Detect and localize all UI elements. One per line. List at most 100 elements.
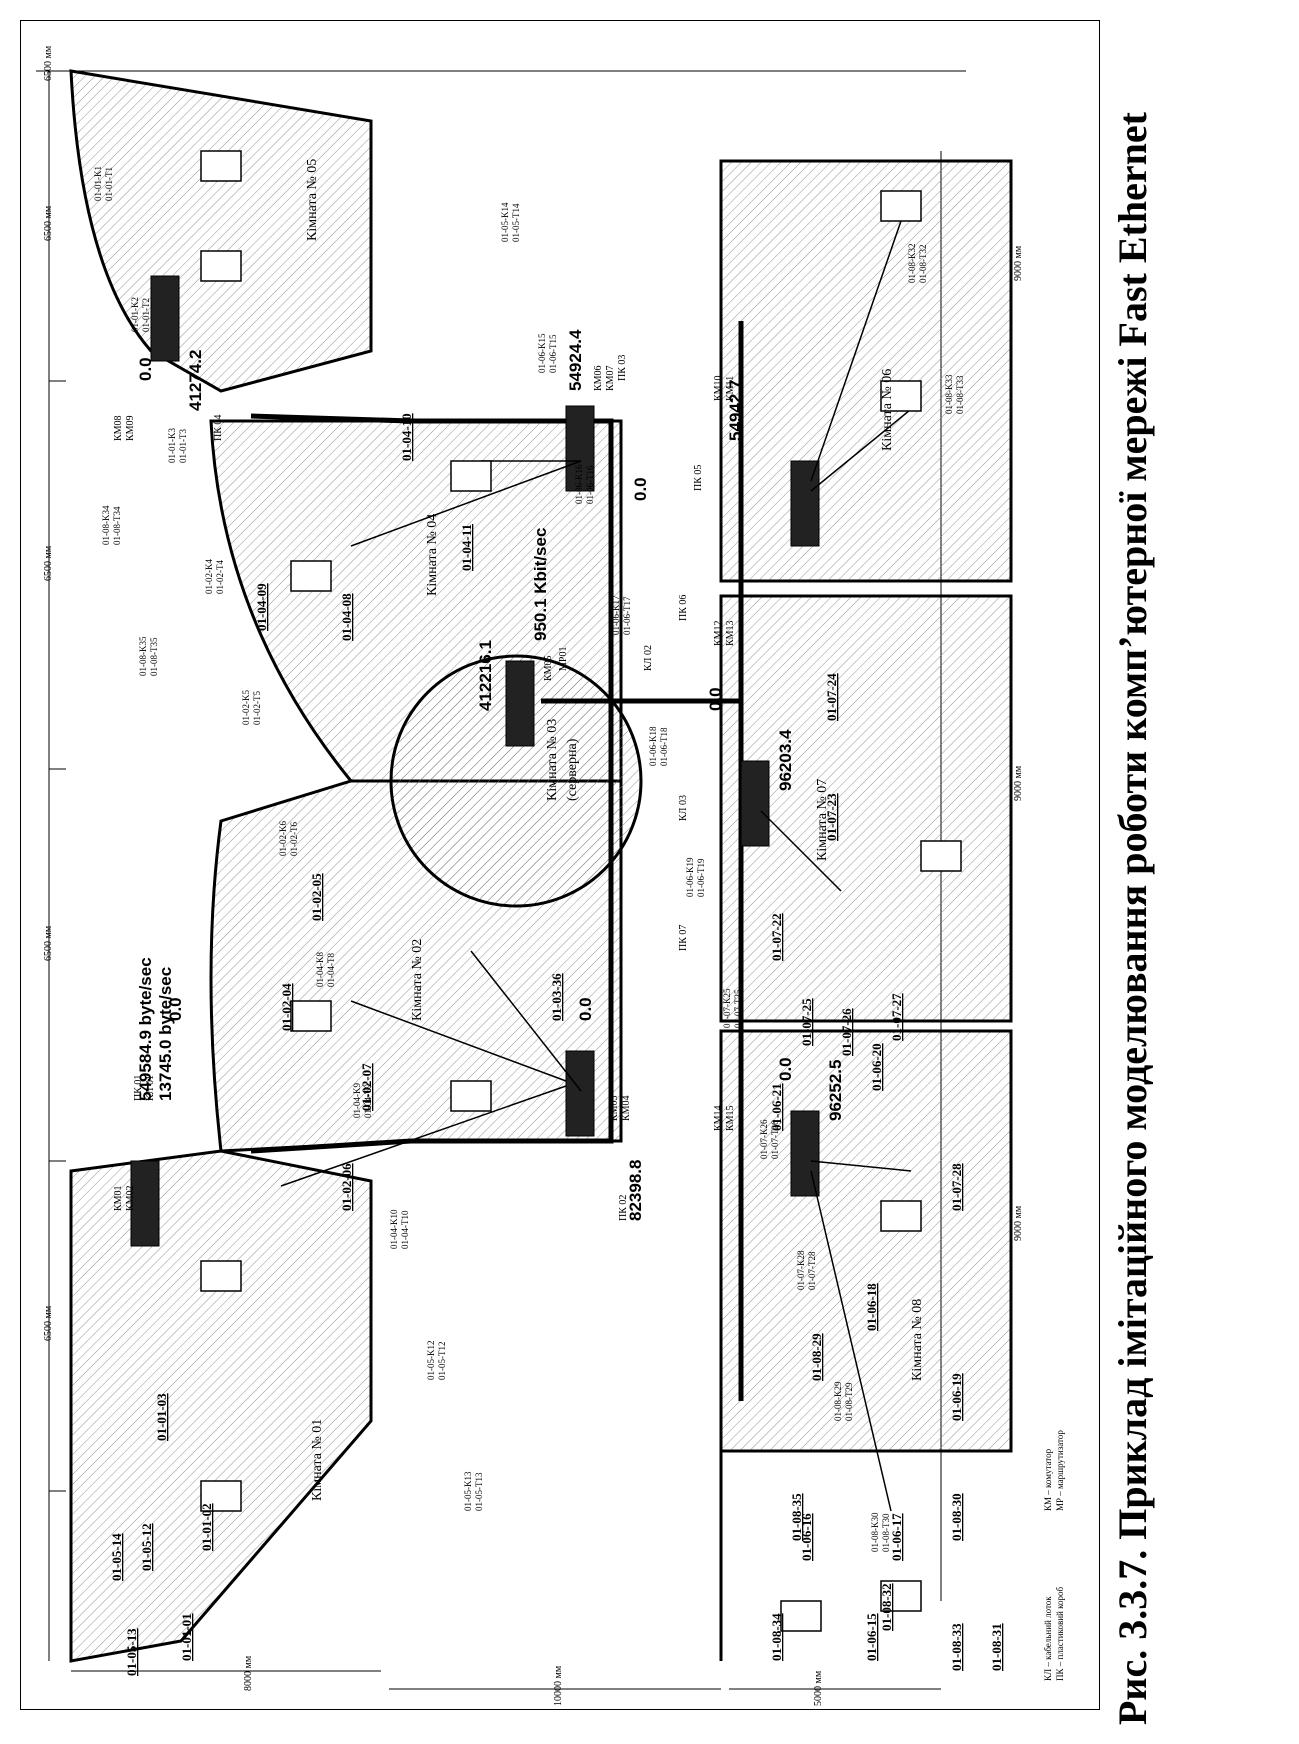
router-mp01: МР01 <box>558 647 569 671</box>
sw-km02: КМ02 <box>125 1185 136 1211</box>
dim-j: 5000 мм <box>813 1670 824 1706</box>
port-label: 01-06-T16 <box>585 465 595 504</box>
port-label: 01-05-T12 <box>437 1342 447 1381</box>
port-label: 01-05-T13 <box>474 1472 484 1511</box>
network-links <box>280 220 922 1512</box>
workstation-label: 01-08-35 <box>789 1493 804 1541</box>
port-label: 01-05-K14 <box>500 202 510 242</box>
port-label: 01-08-T34 <box>112 506 122 545</box>
dim-i: 10000 мм <box>553 1665 564 1706</box>
workstation-label: 01-02-05 <box>309 873 324 921</box>
traffic-12: 0.0 <box>576 997 595 1021</box>
dim-f: 9000 мм <box>1013 765 1024 801</box>
legend-mp: МР – маршрутизатор <box>1055 1430 1065 1511</box>
figure-caption: Рис. 3.3.7. Приклад імітаційного моделюв… <box>1110 112 1155 1725</box>
workstation-label: 01-07-28 <box>949 1163 964 1211</box>
traffic-11: 0.0 <box>631 477 650 501</box>
port-label: 01-04-K8 <box>315 952 325 987</box>
workstation-label: 01-02-07 <box>359 1063 374 1111</box>
room-01 <box>69 1149 373 1663</box>
duct-kl03: КЛ 03 <box>678 795 689 821</box>
switch-server <box>505 660 535 747</box>
workstation-label: 01-06-15 <box>864 1613 879 1661</box>
port-label: 01-06-K19 <box>685 857 695 897</box>
workstation-label: 01-08-31 <box>989 1623 1004 1671</box>
switch-room05 <box>150 275 180 362</box>
room-07 <box>719 594 1013 1023</box>
port-label: 01-08-T35 <box>149 637 159 676</box>
room-name-06: Кімната № 06 <box>880 369 895 451</box>
workstation-label: 01-07-23 <box>824 793 839 841</box>
port-label: 01-04-T9 <box>363 1084 373 1118</box>
sw-km12: КМ12 <box>713 620 724 646</box>
port-label: 01-01-K3 <box>167 428 177 463</box>
port-label: 01-06-T17 <box>622 596 632 635</box>
dim-e: 9000 мм <box>1013 245 1024 281</box>
duct-pk01: ПК 01 <box>133 1075 144 1101</box>
workstation-label: 01-06-21 <box>769 1083 784 1131</box>
workstation-desks <box>200 150 962 1632</box>
workstation-label: 01-08-33 <box>949 1623 964 1671</box>
network-floor-plan: 6500 мм 6500 мм 6500 мм 6500 мм 9000 мм … <box>36 45 1065 1706</box>
traffic-2: 950.1 Kbit/sec <box>531 528 550 641</box>
workstation-label: 01-08-32 <box>879 1583 894 1631</box>
switch-room01 <box>130 1160 160 1247</box>
sw-km01: КМ01 <box>113 1185 124 1211</box>
switch-room06 <box>790 460 820 547</box>
dim-h: 8000 мм <box>243 1655 254 1691</box>
dim-c: 6500 мм <box>43 925 54 961</box>
port-label: 01-06-K18 <box>648 726 658 766</box>
traffic-0: 549584.9 byte/sec <box>136 957 155 1101</box>
port-label: 01-06-K17 <box>611 595 621 635</box>
port-label: 01-02-T5 <box>252 691 262 725</box>
room-name-04: Кімната № 04 <box>425 514 440 596</box>
traffic-9: 82398.8 <box>626 1160 645 1221</box>
workstation-label: 01-07-25 <box>799 998 814 1046</box>
port-label: 01-06-T19 <box>696 858 706 897</box>
port-label: 01-04-T8 <box>326 953 336 987</box>
port-label: 01-08-T33 <box>955 375 965 414</box>
workstation-label: 01-08-30 <box>949 1493 964 1541</box>
port-label: 01-01-T3 <box>178 429 188 463</box>
workstation-label: 01-08-29 <box>809 1333 824 1381</box>
port-label: 01-04-T10 <box>400 1210 410 1249</box>
port-label: 01-02-T4 <box>215 560 225 594</box>
floor-plan-sheet: 6500 мм 6500 мм 6500 мм 6500 мм 9000 мм … <box>20 20 1100 1710</box>
sw-km09: КМ09 <box>125 415 136 441</box>
port-label: 01-04-K9 <box>352 1083 362 1118</box>
workstation-label: 01-06-19 <box>949 1373 964 1421</box>
switch-room08 <box>790 1110 820 1197</box>
cable-ducts <box>250 321 744 1401</box>
workstation-label: 01-03-36 <box>549 973 564 1021</box>
legend-km: КМ – комутатор <box>1043 1448 1053 1511</box>
traffic-10: 0.0 <box>136 357 155 381</box>
workstation-label: 01-07-22 <box>769 913 784 961</box>
port-label: 01-07-T25 <box>733 989 743 1028</box>
legend-kl: КЛ – кабельний лоток <box>1043 1596 1053 1681</box>
port-label: 01-02-K4 <box>204 559 214 594</box>
sw-km13: КМ13 <box>725 620 736 646</box>
room-name-05: Кімната № 05 <box>305 159 320 241</box>
workstation-labels: 01-01-0101-01-0201-01-0301-02-0401-02-05… <box>109 413 1004 1676</box>
duct-pk05: ПК 05 <box>693 465 704 491</box>
dim-g: 9000 мм <box>1013 1205 1024 1241</box>
duct-kl02: КЛ 02 <box>643 645 654 671</box>
port-label: 01-08-K34 <box>101 505 111 545</box>
workstation-label: 01-07-26 <box>839 1008 854 1056</box>
dim-a: 6500 мм <box>43 205 54 241</box>
workstation-label: 01-04-09 <box>254 583 269 631</box>
workstation-label: 01-04-11 <box>459 524 474 571</box>
workstation-label: 01-06-17 <box>889 1513 904 1561</box>
traffic-5: 41274.2 <box>186 350 205 411</box>
sw-km06: КМ06 <box>593 365 604 391</box>
sw-km10: КМ10 <box>713 375 724 401</box>
dim-b: 6500 мм <box>43 545 54 581</box>
workstation-label: 01-05-14 <box>109 1533 124 1581</box>
sw-km08: КМ08 <box>113 415 124 441</box>
port-label: 01-08-K30 <box>870 1512 880 1552</box>
port-label: 01-05-T14 <box>511 203 521 242</box>
room-name-02: Кімната № 02 <box>410 939 425 1021</box>
sw-km11: КМ11 <box>725 376 736 401</box>
port-label: 01-08-T29 <box>844 1382 854 1421</box>
